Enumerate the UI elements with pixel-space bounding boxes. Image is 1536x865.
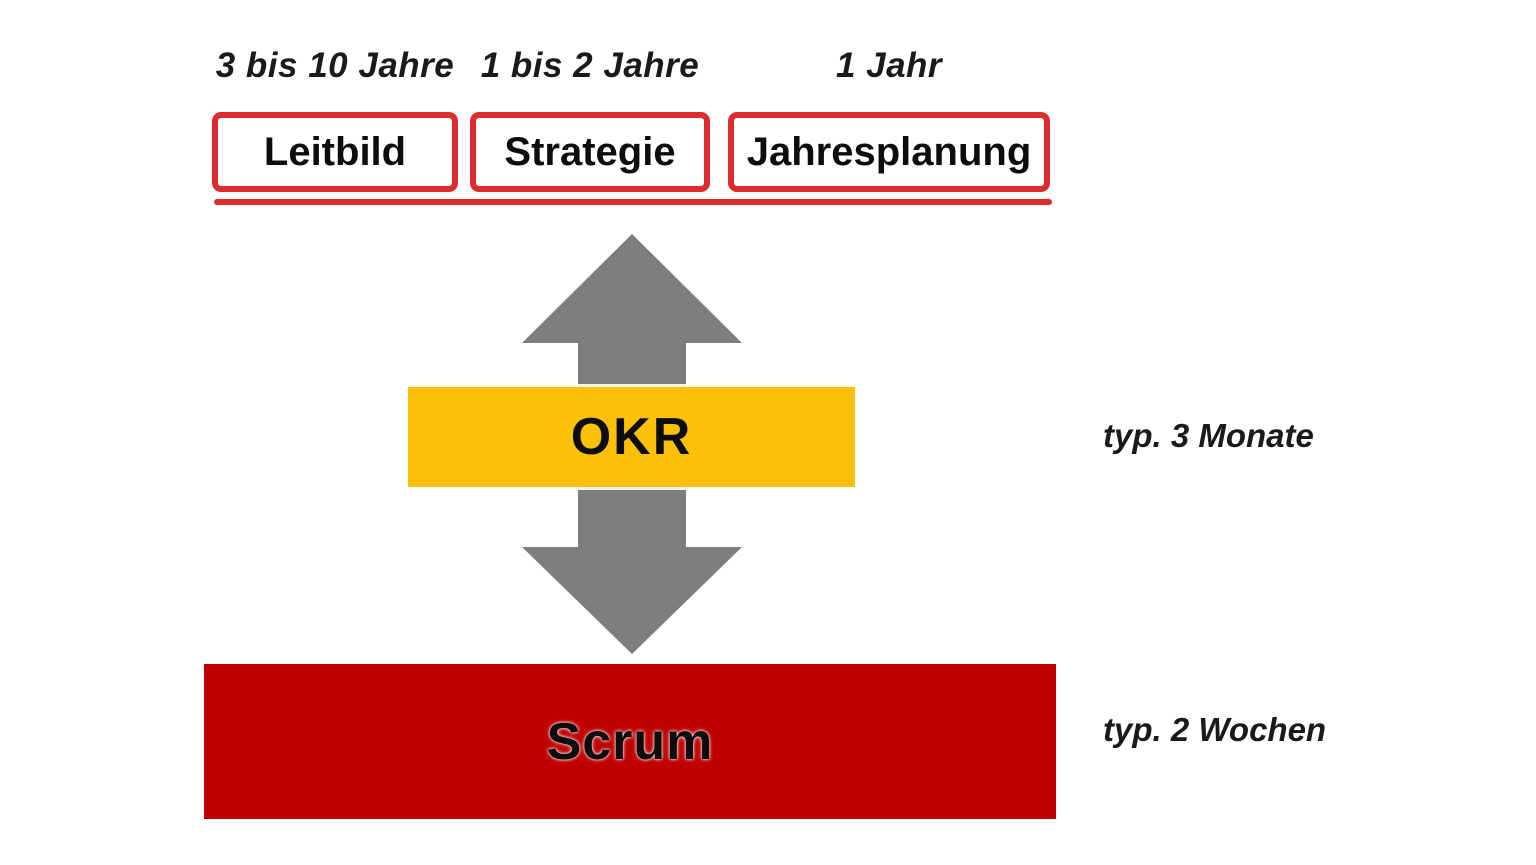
timeline-box-leitbild: Leitbild — [212, 112, 458, 192]
okr-label: OKR — [570, 408, 693, 466]
scrum-box: Scrum — [204, 664, 1056, 819]
timeline-box-strategie: Strategie — [470, 112, 710, 192]
timeline-box-label: Jahresplanung — [746, 129, 1032, 174]
timeline-underline — [214, 199, 1052, 205]
duration-label-jahresplanung: 1 Jahr — [835, 46, 943, 85]
timeline-box-label: Strategie — [504, 129, 676, 174]
duration-label-leitbild: 3 bis 10 Jahre — [215, 46, 455, 85]
timeline-box-label: Leitbild — [263, 129, 407, 174]
timeline-box-jahresplanung: Jahresplanung — [728, 112, 1050, 192]
okr-box: OKR — [408, 387, 855, 487]
okr-cadence-label: typ. 3 Monate — [1103, 417, 1314, 454]
duration-label-strategie: 1 bis 2 Jahre — [480, 46, 700, 85]
scrum-cadence-label: typ. 2 Wochen — [1103, 711, 1327, 748]
scrum-label: Scrum — [546, 712, 714, 771]
